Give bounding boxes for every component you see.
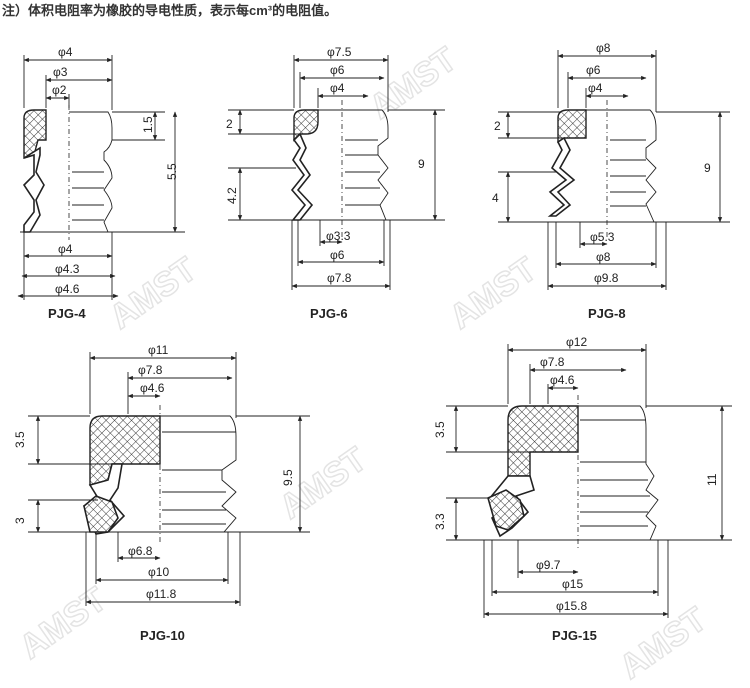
dim-label: φ4 <box>588 81 603 95</box>
model-pjg-4: φ4 φ3 φ2 1.5 5.5 φ4 φ4.3 φ4.6 PJG-4 <box>17 45 185 321</box>
dim-label: φ4.6 <box>55 282 80 296</box>
dim-label: φ11 <box>148 343 169 357</box>
dim-label: 11 <box>705 473 719 486</box>
watermark-logo: AMST <box>363 40 464 127</box>
dim-label: φ4 <box>58 242 73 256</box>
watermark-layer: AMST AMST AMST AMST AMST AMST <box>12 39 714 687</box>
watermark-logo: AMST <box>13 580 114 667</box>
resistivity-note: 注）体积电阻率为橡胶的导电性质，表示每cm³的电阻值。 <box>2 0 337 19</box>
dim-label: 2 <box>226 117 233 131</box>
dim-label: φ10 <box>148 565 169 579</box>
dim-label: 4 <box>492 191 499 205</box>
dim-label: φ3.3 <box>326 229 351 243</box>
dim-label: φ7.8 <box>138 363 163 377</box>
dim-label: φ6 <box>330 248 345 262</box>
note-text: 注）体积电阻率为橡胶的导电性质，表示每cm³的电阻值。 <box>2 3 338 18</box>
dim-label: φ15.8 <box>556 599 587 613</box>
dim-label: φ9.8 <box>594 271 619 285</box>
dim-label: φ4.6 <box>550 373 575 387</box>
model-name: PJG-4 <box>48 306 86 321</box>
dim-label: φ2 <box>52 83 67 97</box>
dim-label: φ9.7 <box>536 558 561 572</box>
dim-label: φ7.5 <box>327 45 352 59</box>
dim-label: φ8 <box>596 41 611 55</box>
dim-label: φ7.8 <box>327 271 352 285</box>
model-name: PJG-10 <box>140 628 185 643</box>
dim-label: φ4.3 <box>55 262 80 276</box>
dim-label: φ3 <box>53 65 68 79</box>
model-pjg-8: φ8 φ6 φ4 2 4 9 φ5.3 φ8 φ9.8 PJG-8 <box>492 41 730 321</box>
model-name: PJG-8 <box>588 306 626 321</box>
dim-label: φ7.8 <box>540 355 565 369</box>
watermark-logo: AMST <box>103 250 204 337</box>
dim-label: φ11.8 <box>146 587 177 601</box>
model-pjg-15: φ12 φ7.8 φ4.6 3.5 3.3 11 φ9.7 φ15 φ15.8 … <box>433 335 732 643</box>
dim-label: 3.3 <box>433 513 447 530</box>
dim-label: φ6 <box>330 63 345 77</box>
dim-label: φ4.6 <box>140 381 165 395</box>
dim-label: φ4 <box>330 81 345 95</box>
dim-label: 9 <box>418 157 425 171</box>
dim-label: φ4 <box>58 45 73 59</box>
dim-label: φ12 <box>566 335 587 349</box>
dim-label: 3.5 <box>433 421 447 438</box>
dim-label: φ8 <box>596 250 611 264</box>
model-name: PJG-15 <box>552 628 597 643</box>
dim-label: 1.5 <box>141 116 155 133</box>
dim-label: 9.5 <box>281 469 295 486</box>
watermark-logo: AMST <box>613 600 714 687</box>
dim-label: φ5.3 <box>590 230 615 244</box>
model-pjg-10: φ11 φ7.8 φ4.6 3.5 3 9.5 φ6.8 φ10 φ11.8 P… <box>13 343 310 643</box>
dim-label: φ6.8 <box>128 544 153 558</box>
watermark-logo: AMST <box>443 250 544 337</box>
dim-label: 2 <box>494 119 501 133</box>
dim-label: 5.5 <box>165 163 179 180</box>
dim-label: 3 <box>13 517 27 524</box>
dim-label: 9 <box>704 161 711 175</box>
model-name: PJG-6 <box>310 306 348 321</box>
dim-label: 4.2 <box>225 187 239 204</box>
model-pjg-6: φ7.5 φ6 φ4 2 4.2 9 φ3.3 φ6 φ7.8 PJG-6 <box>225 45 445 321</box>
dim-label: φ15 <box>562 577 583 591</box>
dim-label: φ6 <box>586 63 601 77</box>
dim-label: 3.5 <box>13 431 27 448</box>
